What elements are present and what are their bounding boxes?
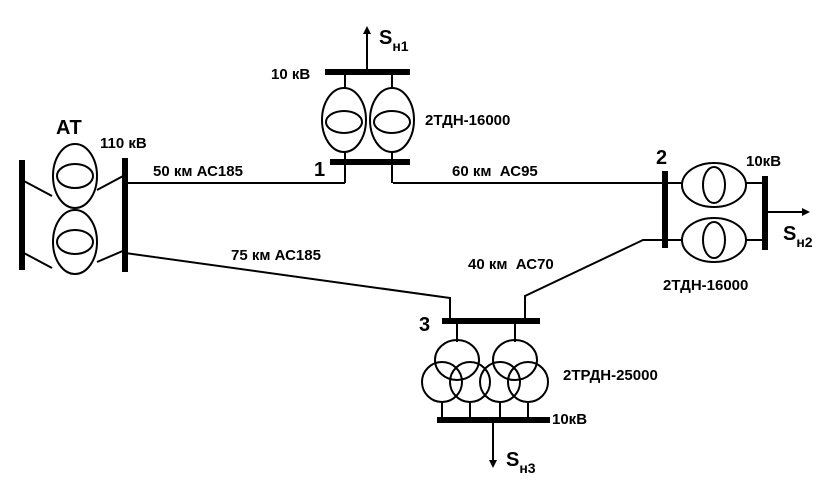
line-3-2-label: 40 км АС70 <box>468 256 554 273</box>
substation-1: 10 кВ Sн1 1 2ТДН-16000 <box>271 26 510 183</box>
autotransformer: АТ <box>19 117 126 275</box>
substation-2: 2 10кВ Sн2 2ТДН-16000 <box>656 147 813 294</box>
at-core-bottom <box>56 229 94 255</box>
at-winding-bottom <box>52 209 98 275</box>
load-3-label: Sн3 <box>506 449 536 476</box>
bus-10kv-sub2-label: 10кВ <box>746 153 781 170</box>
substation-3: 3 10кВ Sн3 2ТРДН-25000 <box>419 314 658 476</box>
line-at-1-label: 50 км АС185 <box>153 163 243 180</box>
load-1-label: Sн1 <box>379 27 409 54</box>
t2a-winding <box>681 162 747 208</box>
t3-type-label: 2ТРДН-25000 <box>563 367 658 384</box>
at-label: АТ <box>56 117 82 139</box>
line-at-3-label: 75 км АС185 <box>231 247 321 264</box>
bus-10kv-sub3-label: 10кВ <box>552 411 587 428</box>
t1a-core <box>325 110 363 134</box>
t3b-lv-winding-right <box>507 361 549 403</box>
node-3-label: 3 <box>419 314 430 336</box>
t1-type-label: 2ТДН-16000 <box>425 112 510 129</box>
at-core-top <box>56 163 94 189</box>
at-hv-lead <box>21 179 53 197</box>
at-to-bus-lead-1 <box>96 174 126 191</box>
node-2-label: 2 <box>656 147 667 169</box>
line-at-3 <box>124 252 451 321</box>
line-1-2-label: 60 км АС95 <box>452 163 538 180</box>
t2-type-label: 2ТДН-16000 <box>663 277 748 294</box>
line-3-2 <box>524 239 665 321</box>
bus-110kv-label: 110 кВ <box>100 135 147 152</box>
t2b-winding <box>681 217 747 263</box>
t2a-core <box>702 166 726 204</box>
t3a-lv-winding-right <box>449 361 491 403</box>
t3a-hv-winding <box>434 339 480 381</box>
load-2-label: Sн2 <box>783 223 813 250</box>
bus-10kv-sub1-label: 10 кВ <box>271 66 310 83</box>
at-to-bus-lead-2 <box>96 249 126 263</box>
at-winding-top <box>52 143 98 209</box>
t1b-core <box>373 110 411 134</box>
t3b-hv-winding <box>492 339 538 381</box>
t1a-winding <box>321 87 367 153</box>
at-lv-lead <box>21 251 53 269</box>
node-1-label: 1 <box>314 159 325 181</box>
t2b-core <box>702 221 726 259</box>
t1b-winding <box>369 87 415 153</box>
